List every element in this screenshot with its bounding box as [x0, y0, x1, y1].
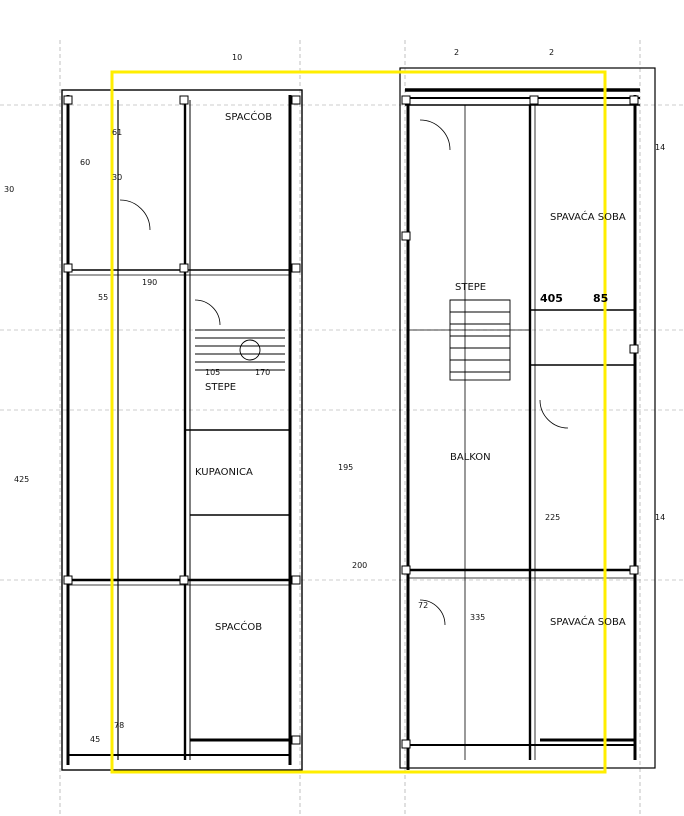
dim-right-1: 405: [540, 292, 563, 305]
dim-left-5: 105: [205, 368, 220, 377]
dim-right-2: 85: [593, 292, 608, 305]
column-markers: [63, 95, 639, 749]
dim-left-3: 60: [80, 158, 90, 167]
dim-left-2: 61: [112, 128, 122, 137]
room-label-left-bottom: SPACĆOB: [215, 620, 262, 633]
room-label-right-bottom: SPAVAĆA SOBA: [550, 615, 626, 628]
room-label-left-top: SPACĆOB: [225, 110, 272, 123]
room-label-right-top: SPAVAĆA SOBA: [550, 210, 626, 223]
dim-left-6: 170: [255, 368, 270, 377]
dim-right-5: 72: [418, 601, 428, 610]
dim-left-12: 45: [90, 735, 100, 744]
dim-top-b: 2: [454, 48, 459, 57]
dim-left-9: 425: [14, 475, 29, 484]
room-label-left-stair: STEPE: [205, 382, 236, 393]
left-unit-walls: [61, 89, 303, 771]
room-label-left-lower: KUPAONICA: [195, 467, 253, 478]
room-label-right-stair: STEPE: [455, 282, 486, 293]
dim-left-11: 78: [114, 721, 124, 730]
dim-top-a: 10: [232, 53, 242, 62]
dim-right-8: 14: [655, 143, 665, 152]
dim-right-3: 195: [338, 463, 353, 472]
dim-right-7: 225: [545, 513, 560, 522]
room-label-right-lower: BALKON: [450, 452, 491, 463]
highlight-outline: [110, 70, 607, 774]
dim-left-8: 55: [98, 293, 108, 302]
dim-right-6: 335: [470, 613, 485, 622]
dim-right-4: 200: [352, 561, 367, 570]
dim-left-1: 30: [4, 185, 14, 194]
right-unit-walls: [399, 67, 656, 770]
dim-left-4: 30: [112, 173, 122, 182]
dim-top-c: 2: [549, 48, 554, 57]
dim-right-9: 14: [655, 513, 665, 522]
door-swings: [119, 119, 569, 626]
dim-left-7: 190: [142, 278, 157, 287]
right-stair: [449, 299, 511, 381]
left-stair: [195, 329, 285, 371]
